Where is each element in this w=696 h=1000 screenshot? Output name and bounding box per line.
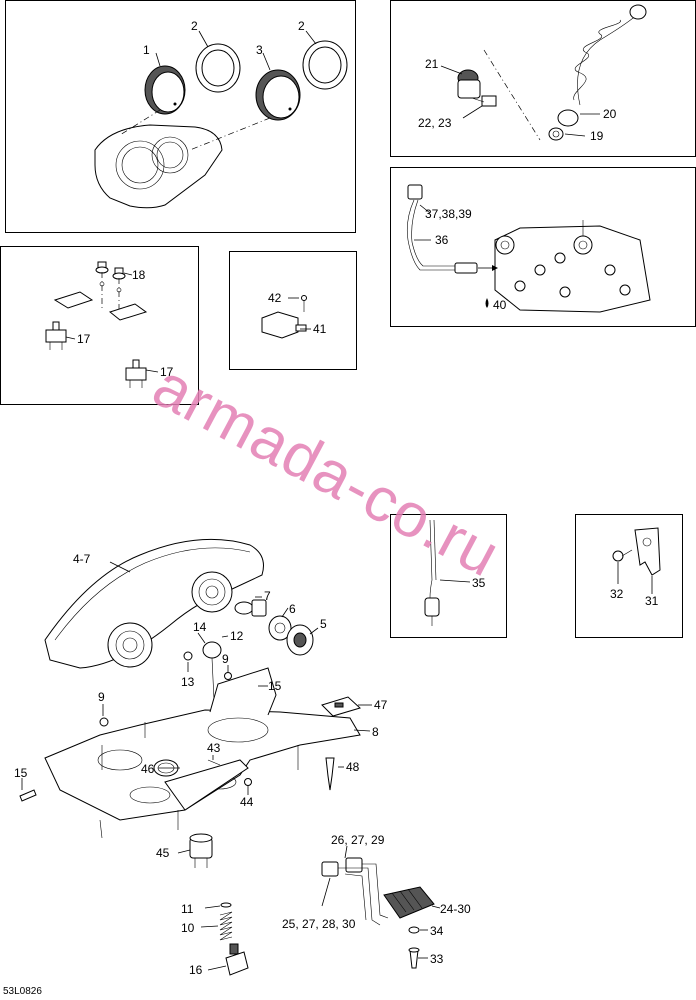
instrument-cluster-housing	[94, 124, 223, 209]
callout-7: 7	[264, 589, 271, 603]
callout-6: 6	[289, 602, 296, 616]
callout-41: 41	[313, 322, 327, 336]
callout-33: 33	[430, 952, 444, 966]
callout-17b: 17	[160, 365, 174, 379]
callout-26-27-29: 26, 27, 29	[331, 833, 385, 847]
switch-17a	[45, 321, 67, 350]
callout-34: 34	[430, 924, 444, 938]
callout-21: 21	[425, 57, 439, 71]
gauge-panel	[5, 0, 356, 233]
connector-16	[225, 943, 249, 976]
callout-43: 43	[207, 741, 221, 755]
switch-hardware	[53, 261, 148, 321]
sensor-cable-35	[424, 519, 440, 626]
gauge-ring-2b	[302, 40, 348, 90]
callout-47: 47	[374, 698, 388, 712]
harness-panel	[390, 514, 507, 638]
plate-47	[321, 696, 361, 717]
callout-20: 20	[603, 107, 617, 121]
socket-45	[189, 833, 213, 868]
callout-13: 13	[181, 675, 195, 689]
screw-15b	[19, 789, 37, 802]
engine-head	[494, 220, 651, 313]
callout-12: 12	[230, 629, 244, 643]
callout-9b: 9	[222, 652, 229, 666]
callout-40: 40	[493, 298, 507, 312]
callout-16: 16	[189, 963, 203, 977]
callout-22-23: 22, 23	[418, 116, 452, 130]
boot-5	[286, 624, 314, 656]
callout-37-38-39: 37,38,39	[425, 207, 472, 221]
callout-8: 8	[372, 725, 379, 739]
temperature-sensor-harness	[406, 184, 498, 274]
bracket-31	[634, 527, 661, 576]
gauge-3	[255, 69, 301, 121]
callout-46: 46	[141, 762, 155, 776]
callout-24-30: 24-30	[440, 902, 471, 916]
callout-32: 32	[610, 587, 624, 601]
relay-panel	[229, 251, 357, 370]
callout-2a: 2	[191, 19, 198, 33]
spring-10-11	[219, 902, 233, 941]
callout-3: 3	[256, 43, 263, 57]
bolt-48	[325, 757, 335, 791]
callout-11: 11	[181, 902, 194, 916]
screw-9a	[99, 717, 109, 727]
callout-4-7: 4-7	[73, 552, 91, 566]
ignition-switch	[457, 69, 497, 107]
gauge-ring-2a	[195, 43, 241, 93]
regulator-harness	[321, 857, 389, 926]
ignition-key-panel	[390, 0, 696, 157]
callout-14: 14	[193, 620, 207, 634]
callout-2b: 2	[298, 19, 305, 33]
callout-17a: 17	[77, 332, 91, 346]
screw-43	[207, 759, 221, 766]
relay	[261, 295, 307, 339]
callout-42: 42	[268, 291, 282, 305]
screw-33	[408, 947, 420, 969]
callout-31: 31	[645, 594, 659, 608]
screw-9b	[224, 672, 232, 680]
callout-25-27-28-30: 25, 27, 28, 30	[282, 917, 356, 931]
clip-panel	[575, 514, 683, 638]
bulb-7	[234, 599, 267, 617]
callout-18: 18	[132, 268, 146, 282]
switch-17b	[125, 359, 147, 388]
callout-48: 48	[346, 760, 360, 774]
gauge-1	[144, 65, 186, 115]
bracket-plate-lower	[164, 759, 249, 811]
bracket-15a	[209, 667, 277, 716]
callout-10: 10	[181, 921, 195, 935]
diagram-code: 53L0826	[3, 986, 42, 997]
screw-32	[612, 549, 633, 562]
washer-34	[408, 926, 420, 934]
safety-lanyard	[557, 4, 647, 127]
callout-1: 1	[143, 43, 150, 57]
regulator-24-30	[383, 886, 435, 919]
wire-12-14	[183, 641, 222, 719]
callout-15a: 15	[268, 679, 282, 693]
callout-5: 5	[320, 617, 327, 631]
callout-44: 44	[240, 795, 254, 809]
lanyard-clip	[548, 127, 564, 141]
callout-45: 45	[156, 846, 170, 860]
callout-9a: 9	[98, 690, 105, 704]
nut-44	[244, 778, 252, 786]
callout-36: 36	[435, 233, 449, 247]
callout-15b: 15	[14, 766, 28, 780]
ring-6	[268, 615, 292, 641]
support-plate-8	[44, 709, 361, 839]
callout-19: 19	[590, 129, 604, 143]
headlight-housing	[44, 538, 264, 669]
callout-35: 35	[472, 576, 486, 590]
